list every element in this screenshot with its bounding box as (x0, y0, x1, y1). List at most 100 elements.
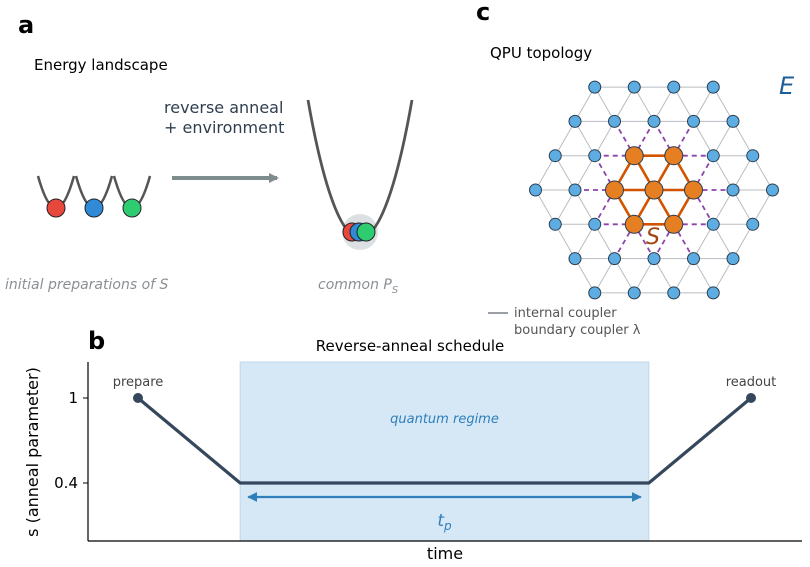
common-ps-prefix: common P (318, 277, 392, 293)
boundary-coupler (633, 223, 655, 260)
internal-coupler (574, 258, 596, 294)
internal-coupler (535, 189, 556, 225)
environment-qubit (627, 80, 641, 94)
environment-qubit (647, 114, 661, 128)
panel-b-letter: b (88, 327, 105, 355)
ball-green (122, 198, 142, 218)
boundary-coupler (672, 120, 695, 157)
environment-qubit (548, 217, 562, 231)
internal-coupler (653, 86, 675, 122)
boundary-coupler (672, 223, 695, 260)
internal-coupler (732, 224, 754, 259)
environment-qubit (667, 286, 681, 300)
panel-a-title: Energy landscape (34, 56, 168, 74)
panel-a: a Energy landscape reverse anneal + envi… (5, 11, 414, 296)
boundary-coupler (593, 155, 616, 191)
system-qubit (624, 146, 644, 166)
environment-qubit (588, 149, 602, 163)
ball-red (46, 198, 66, 218)
x-axis-label: time (427, 544, 463, 563)
internal-coupler (574, 86, 596, 122)
system-qubit (624, 214, 644, 234)
boundary-coupler (653, 120, 675, 157)
internal-coupler (712, 121, 734, 156)
boundary-coupler (613, 223, 636, 260)
boundary-coupler (692, 155, 715, 191)
panel-a-letter: a (18, 11, 34, 39)
internal-coupler (712, 189, 734, 225)
topology-legend: internal coupler boundary coupler λ (488, 306, 641, 338)
environment-qubit (706, 149, 720, 163)
internal-coupler (535, 155, 556, 191)
environment-qubit (588, 286, 602, 300)
environment-qubit (529, 183, 542, 197)
ytick-label-04: 0.4 (54, 474, 78, 492)
ball-green-merged (356, 222, 376, 242)
environment-qubit (568, 114, 582, 128)
internal-coupler (732, 121, 754, 156)
internal-coupler (594, 121, 615, 156)
readout-point (746, 393, 756, 403)
environment-label: E (779, 72, 795, 100)
system-label: S (646, 225, 660, 250)
quantum-regime-region (239, 361, 650, 542)
arrow-label-line2: + environment (164, 118, 284, 137)
internal-coupler (752, 155, 773, 191)
environment-qubit (746, 217, 760, 231)
legend-internal-label: internal coupler (514, 306, 617, 321)
internal-coupler (594, 86, 615, 122)
internal-coupler (633, 86, 655, 122)
legend-boundary-label: boundary coupler λ (514, 323, 641, 338)
system-qubit (644, 180, 664, 200)
environment-qubit (667, 80, 681, 94)
internal-coupler (732, 155, 754, 191)
internal-coupler (732, 189, 754, 225)
internal-coupler (574, 121, 596, 156)
environment-qubit (608, 114, 621, 128)
environment-qubit (726, 183, 740, 197)
internal-coupler (614, 86, 635, 122)
qpu-lattice (529, 80, 779, 300)
boundary-coupler (613, 120, 636, 157)
boundary-coupler (593, 189, 616, 225)
internal-coupler (693, 224, 714, 259)
ytick-label-1: 1 (68, 389, 78, 407)
internal-coupler (712, 155, 734, 191)
environment-qubit (548, 149, 562, 163)
environment-qubit (706, 217, 720, 231)
internal-coupler (712, 224, 734, 259)
environment-qubit (706, 286, 720, 300)
environment-qubit (687, 114, 700, 128)
ball-blue (84, 198, 104, 218)
panel-c-letter: c (476, 0, 490, 26)
y-axis-label: s (anneal parameter) (23, 367, 42, 537)
internal-coupler (574, 189, 596, 225)
quantum-regime-label: quantum regime (390, 412, 499, 427)
internal-coupler (673, 258, 694, 294)
internal-coupler (594, 258, 615, 294)
system-qubit (664, 214, 684, 234)
panel-c-title: QPU topology (490, 44, 592, 62)
environment-qubit (608, 252, 621, 266)
internal-coupler (752, 189, 773, 225)
internal-coupler (614, 258, 635, 294)
internal-coupler (712, 258, 734, 294)
internal-coupler (594, 224, 615, 259)
internal-coupler (693, 86, 714, 122)
system-qubit (664, 146, 684, 166)
internal-coupler (673, 86, 694, 122)
environment-qubit (726, 114, 740, 128)
boundary-coupler (692, 189, 715, 225)
panel-c: c QPU topology E S internal coupler boun… (476, 0, 795, 338)
environment-qubit (687, 252, 700, 266)
environment-qubit (766, 183, 779, 197)
boundary-coupler (653, 223, 675, 260)
schedule-line (136, 396, 753, 485)
prepare-point (133, 393, 143, 403)
environment-qubit (568, 183, 582, 197)
internal-coupler (653, 258, 675, 294)
internal-coupler (712, 86, 734, 122)
environment-qubit (588, 217, 602, 231)
initial-preparations-caption: initial preparations of S (5, 277, 169, 293)
